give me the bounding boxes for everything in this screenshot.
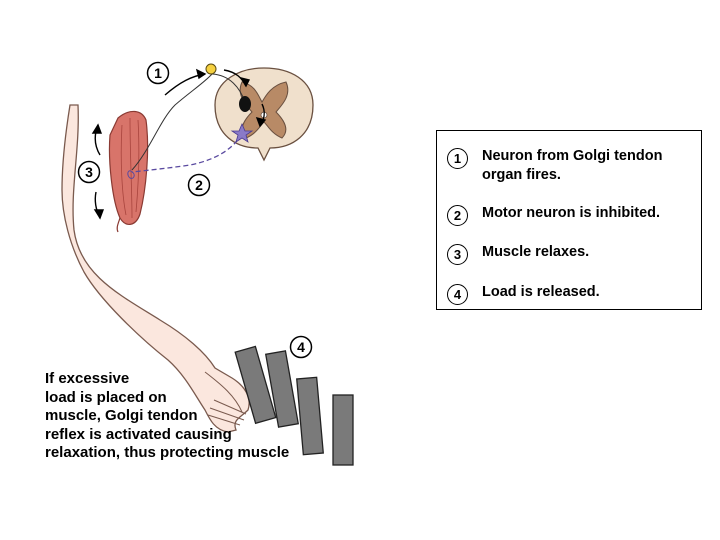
step-marker-2: 2: [187, 173, 211, 197]
legend-item-3: 3 Muscle relaxes.: [447, 243, 687, 265]
legend-box: 1 Neuron from Golgi tendon organ fires. …: [436, 130, 702, 310]
legend-badge: 3: [447, 244, 468, 265]
svg-text:2: 2: [195, 177, 203, 193]
load-weights: [234, 345, 354, 466]
sensory-neuron: [131, 63, 251, 171]
legend-item-4: 4 Load is released.: [447, 283, 687, 305]
step-marker-1: 1: [146, 61, 170, 85]
motor-neuron: [127, 122, 254, 179]
step-marker-4: 4: [289, 335, 313, 359]
caption: If excessive load is placed on muscle, G…: [45, 370, 290, 461]
legend-item-2: 2 Motor neuron is inhibited.: [447, 204, 687, 226]
legend-item-1: 1 Neuron from Golgi tendon organ fires.: [447, 147, 687, 185]
arm: [61, 104, 250, 433]
step-marker-3: 3: [77, 160, 101, 184]
legend-badge: 1: [447, 148, 468, 169]
legend-badge: 2: [447, 205, 468, 226]
legend-text: Load is released.: [482, 284, 600, 300]
legend-text: Motor neuron is inhibited.: [482, 205, 661, 221]
biceps-muscle: [108, 110, 149, 233]
svg-text:3: 3: [85, 164, 93, 180]
svg-text:1: 1: [154, 65, 162, 81]
legend-text: Muscle relaxes.: [482, 244, 590, 260]
svg-text:4: 4: [297, 339, 305, 355]
legend-badge: 4: [447, 284, 468, 305]
legend-text: Neuron from Golgi tendon organ fires.: [482, 148, 663, 183]
signal-arrows: [91, 68, 267, 220]
